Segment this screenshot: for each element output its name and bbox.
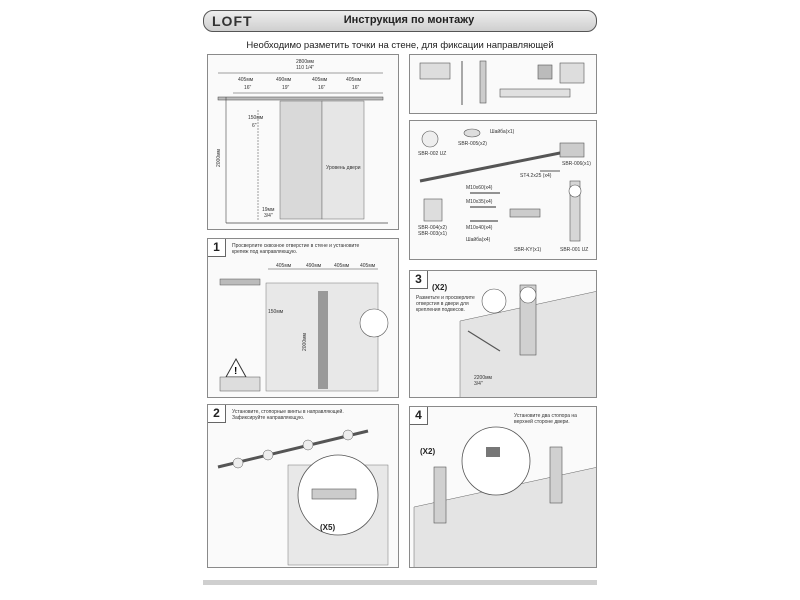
- step-number-3: 3: [410, 271, 428, 289]
- part-label-9: SBR-004(x2): [418, 225, 447, 231]
- step-1-note: Просверлите сквозное отверстие в стене и…: [232, 243, 360, 255]
- part-label-4: ST4.2x25 (x4): [520, 173, 552, 179]
- step-number-4: 4: [410, 407, 428, 425]
- part-label-10: SBR-003(x1): [418, 231, 447, 237]
- offset-label-in: 6": [252, 123, 257, 129]
- step-4-note: Установите два стопора на верхней сторон…: [514, 413, 577, 425]
- parts-drawing: [419, 128, 585, 242]
- step-3-note: Разметьте и просверлите отверстия в двер…: [416, 295, 475, 313]
- spacing-label-1: 405мм: [238, 77, 254, 83]
- measurement-diagram: 2800мм 110 1/4" 405мм 490мм 405мм 405мм …: [207, 54, 399, 230]
- step-4-multiplier: (X2): [420, 447, 436, 456]
- step-3-multiplier: (X2): [432, 283, 448, 292]
- part-label-2: SBR-005(x2): [458, 141, 487, 147]
- spacing-in-3: 16": [318, 85, 326, 91]
- spacing-label-2: 490мм: [276, 77, 292, 83]
- step-4-panel: 4 Установите два стопора на верхней стор…: [409, 406, 597, 568]
- step-2-note: Установите, стопорные винты в направляющ…: [232, 409, 344, 421]
- part-label-11: Шайба(x4): [466, 237, 491, 243]
- page-subtitle: Необходимо разметить точки на стене, для…: [246, 40, 554, 51]
- step-2-panel: 2 Установите, стопорные винты в направля…: [207, 404, 399, 568]
- door-label: Уровень двери: [326, 165, 361, 171]
- header-bar: LOFT Инструкция по монтажу: [203, 10, 597, 32]
- step-1-panel: 1 Просверлите сквозное отверстие в стене…: [207, 238, 399, 398]
- step-number-2: 2: [208, 405, 226, 423]
- tools-panel: [409, 54, 597, 114]
- spacing-label-4: 405мм: [346, 77, 362, 83]
- step-3-label-2: 3/4": [474, 381, 483, 387]
- page-title: Инструкция по монтажу: [343, 14, 475, 26]
- tools-drawing: [419, 60, 585, 105]
- footer-bar: [203, 580, 597, 585]
- part-label-5: SBR-006(x1): [562, 161, 591, 167]
- svg-text:!: !: [234, 366, 237, 377]
- part-label-6: M10x60(x4): [466, 185, 493, 191]
- step-3-label-1: 2200мм: [474, 375, 492, 381]
- step-1-label-1: 405мм: [276, 263, 292, 269]
- step-1-height: 2000мм: [302, 333, 308, 351]
- step-2-multiplier: (X5): [320, 523, 336, 532]
- step-1-label-3: 405мм: [334, 263, 350, 269]
- step-1-label-2: 490мм: [306, 263, 322, 269]
- instruction-page: LOFT Инструкция по монтажу Необходимо ра…: [203, 0, 597, 600]
- width-label-in: 110 1/4": [296, 65, 315, 71]
- step-number-1: 1: [208, 239, 226, 257]
- brand-logo: LOFT: [212, 13, 253, 29]
- step-4-drawing: [413, 426, 596, 567]
- step-3-drawing: [459, 284, 596, 397]
- part-label-1: SBR-002 UZ: [418, 151, 447, 157]
- bottom-label: 19мм: [262, 207, 275, 213]
- measurement-drawing: [217, 72, 388, 224]
- step-1-drawing: !: [219, 268, 389, 392]
- spacing-in-4: 16": [352, 85, 360, 91]
- width-label: 2800мм: [296, 59, 314, 65]
- spacing-in-2: 19": [282, 85, 290, 91]
- spacing-in-1: 16": [244, 85, 252, 91]
- step-1-label-4: 405мм: [360, 263, 376, 269]
- offset-label: 150мм: [248, 115, 264, 121]
- part-label-3: Шайба(x1): [490, 129, 515, 135]
- part-label-12: SBR-001 UZ: [560, 247, 589, 253]
- part-label-7: M10x35(x4): [466, 199, 493, 205]
- step-2-drawing: [217, 429, 389, 566]
- step-3-panel: 3 (X2) Разметьте и просверлите отверстия…: [409, 270, 597, 398]
- part-label-13: SBR-KY(x1): [514, 247, 542, 253]
- part-label-8: M10x40(x4): [466, 225, 493, 231]
- step-1-offset: 150мм: [268, 309, 284, 315]
- spacing-label-3: 405мм: [312, 77, 328, 83]
- bottom-label-in: 3/4": [264, 213, 273, 219]
- parts-panel: SBR-002 UZ SBR-005(x2) Шайба(x1) ST4.2x2…: [409, 120, 597, 260]
- height-label: 2000мм: [216, 149, 222, 167]
